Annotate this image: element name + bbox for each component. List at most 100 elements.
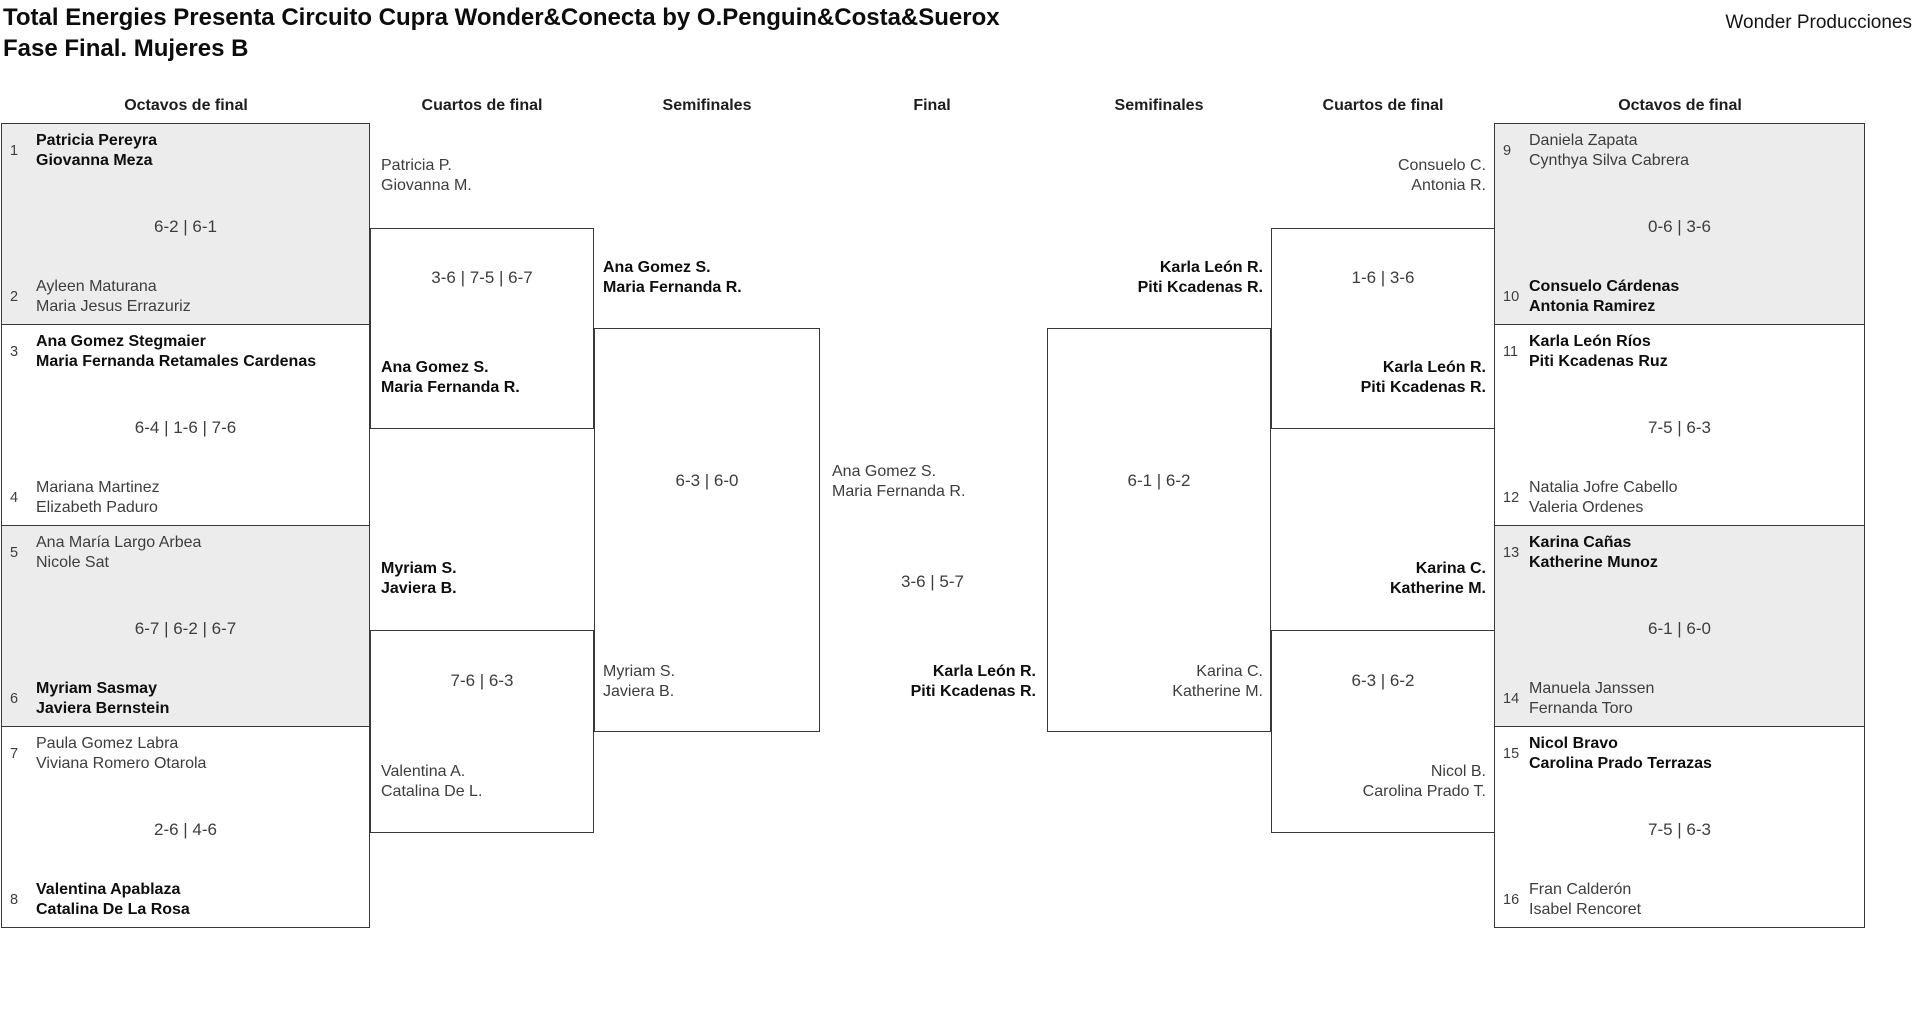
player-name: Valeria Ordenes	[1529, 499, 1644, 516]
player-name: Valentina A.	[381, 763, 466, 780]
title-line1: Total Energies Presenta Circuito Cupra W…	[3, 4, 1000, 31]
team-label: Karla León R. Piti Kcadenas R.	[1053, 258, 1263, 298]
seed: 15	[1503, 746, 1520, 762]
team-row: 13 Karina Cañas Katherine Munoz	[1503, 533, 1858, 573]
team-row: 16 Fran Calderón Isabel Rencoret	[1503, 880, 1858, 920]
team-names: Karina Cañas Katherine Munoz	[1529, 533, 1658, 573]
team-label: Karla León R. Piti Kcadenas R.	[1276, 358, 1486, 398]
seed: 3	[10, 344, 19, 360]
team-label: Myriam S. Javiera B.	[603, 662, 813, 702]
match-score: 6-3 | 6-0	[675, 471, 739, 490]
player-name: Nicol B.	[1430, 763, 1486, 780]
team-names: Karla León Ríos Piti Kcadenas Ruz	[1529, 332, 1668, 372]
player-name: Elizabeth Paduro	[36, 499, 158, 516]
team-names: Nicol Bravo Carolina Prado Terrazas	[1529, 734, 1712, 774]
round-header-r16-right: Octavos de final	[1618, 97, 1742, 114]
player-name: Ana Gomez S.	[381, 359, 489, 376]
team-names: Patricia Pereyra Giovanna Meza	[36, 131, 157, 171]
player-name: Karina Cañas	[1529, 534, 1632, 551]
team-names: Manuela Janssen Fernanda Toro	[1529, 679, 1654, 719]
team-label: Karla León R. Piti Kcadenas R.	[826, 662, 1036, 702]
match-box-r16-right-4: 15 Nicol Bravo Carolina Prado Terrazas 7…	[1494, 726, 1865, 928]
team-row: 11 Karla León Ríos Piti Kcadenas Ruz	[1503, 332, 1858, 372]
player-name: Nicol Bravo	[1529, 735, 1618, 752]
match-score: 6-1 | 6-2	[1127, 471, 1191, 490]
title-line2: Fase Final. Mujeres B	[3, 35, 249, 62]
player-name: Ana Gomez S.	[603, 259, 711, 276]
team-label: Karina C. Katherine M.	[1053, 662, 1263, 702]
match-score: 3-6 | 7-5 | 6-7	[431, 268, 533, 287]
player-name: Consuelo C.	[1397, 157, 1486, 174]
player-name: Myriam Sasmay	[36, 680, 157, 697]
player-name: Patricia Pereyra	[36, 132, 157, 149]
player-name: Maria Fernanda R.	[832, 483, 966, 500]
match-box-r16-left-4: 7 Paula Gomez Labra Viviana Romero Otaro…	[1, 726, 370, 928]
player-name: Javiera Bernstein	[36, 700, 170, 717]
team-row: 4 Mariana Martinez Elizabeth Paduro	[10, 478, 363, 518]
player-name: Mariana Martinez	[36, 479, 160, 496]
player-name: Manuela Janssen	[1529, 680, 1655, 697]
organizer-label: Wonder Producciones	[1725, 12, 1912, 33]
player-name: Karla León Ríos	[1529, 333, 1651, 350]
player-name: Antonia Ramirez	[1529, 298, 1656, 315]
seed: 12	[1503, 490, 1520, 506]
round-header-final: Final	[913, 97, 951, 114]
player-name: Consuelo Cárdenas	[1529, 278, 1680, 295]
player-name: Natalia Jofre Cabello	[1529, 479, 1678, 496]
team-row: 12 Natalia Jofre Cabello Valeria Ordenes	[1503, 478, 1858, 518]
team-label: Ana Gomez S. Maria Fernanda R.	[832, 462, 1042, 502]
match-score: 2-6 | 4-6	[153, 820, 217, 839]
round-header-qf-right: Cuartos de final	[1322, 97, 1444, 114]
team-row: 1 Patricia Pereyra Giovanna Meza	[10, 131, 363, 171]
team-names: Ayleen Maturana Maria Jesus Errazuriz	[36, 277, 191, 317]
seed: 14	[1503, 691, 1520, 707]
match-score: 7-6 | 6-3	[450, 671, 514, 690]
player-name: Javiera B.	[603, 683, 675, 700]
team-label: Patricia P. Giovanna M.	[381, 156, 591, 196]
seed: 11	[1503, 344, 1519, 360]
team-row: 5 Ana María Largo Arbea Nicole Sat	[10, 533, 363, 573]
player-name: Isabel Rencoret	[1529, 901, 1642, 918]
team-names: Consuelo Cárdenas Antonia Ramirez	[1529, 277, 1679, 317]
team-names: Ana Gomez Stegmaier Maria Fernanda Retam…	[36, 332, 316, 372]
team-label: Nicol B. Carolina Prado T.	[1276, 762, 1486, 802]
match-box-r16-left-2: 3 Ana Gomez Stegmaier Maria Fernanda Ret…	[1, 324, 370, 526]
team-label: Ana Gomez S. Maria Fernanda R.	[603, 258, 813, 298]
seed: 2	[10, 289, 19, 305]
player-name: Javiera B.	[381, 580, 457, 597]
player-name: Piti Kcadenas Ruz	[1529, 353, 1668, 370]
match-score: 0-6 | 3-6	[1647, 217, 1711, 236]
team-names: Valentina Apablaza Catalina De La Rosa	[36, 880, 190, 920]
player-name: Viviana Romero Otarola	[36, 755, 207, 772]
player-name: Ayleen Maturana	[36, 278, 157, 295]
seed: 8	[10, 892, 19, 908]
team-names: Natalia Jofre Cabello Valeria Ordenes	[1529, 478, 1678, 518]
player-name: Fernanda Toro	[1529, 700, 1633, 717]
player-name: Cynthya Silva Cabrera	[1529, 152, 1690, 169]
match-box-r16-left-3: 5 Ana María Largo Arbea Nicole Sat 6-7 |…	[1, 525, 370, 727]
team-label: Consuelo C. Antonia R.	[1276, 156, 1486, 196]
player-name: Carolina Prado T.	[1362, 783, 1486, 800]
team-names: Myriam Sasmay Javiera Bernstein	[36, 679, 169, 719]
match-box-qf-right-2	[1271, 630, 1495, 833]
team-names: Daniela Zapata Cynthya Silva Cabrera	[1529, 131, 1689, 171]
player-name: Myriam S.	[381, 560, 457, 577]
team-row: 8 Valentina Apablaza Catalina De La Rosa	[10, 880, 363, 920]
match-box-r16-left-1: 1 Patricia Pereyra Giovanna Meza 6-2 | 6…	[1, 123, 370, 325]
team-label: Myriam S. Javiera B.	[381, 559, 591, 599]
team-row: 7 Paula Gomez Labra Viviana Romero Otaro…	[10, 734, 363, 774]
round-header-r16-left: Octavos de final	[124, 97, 248, 114]
round-header-sf-left: Semifinales	[662, 97, 752, 114]
player-name: Ana Gomez Stegmaier	[36, 333, 206, 350]
player-name: Piti Kcadenas R.	[1137, 279, 1263, 296]
round-header-sf-right: Semifinales	[1114, 97, 1204, 114]
player-name: Maria Fernanda R.	[603, 279, 742, 296]
match-box-sf-left	[594, 328, 820, 732]
player-name: Maria Fernanda R.	[381, 379, 520, 396]
player-name: Patricia P.	[381, 157, 452, 174]
team-label: Karina C. Katherine M.	[1276, 559, 1486, 599]
player-name: Karla León R.	[1382, 359, 1486, 376]
player-name: Giovanna Meza	[36, 152, 153, 169]
page-title: Total Energies Presenta Circuito Cupra W…	[3, 2, 1000, 64]
